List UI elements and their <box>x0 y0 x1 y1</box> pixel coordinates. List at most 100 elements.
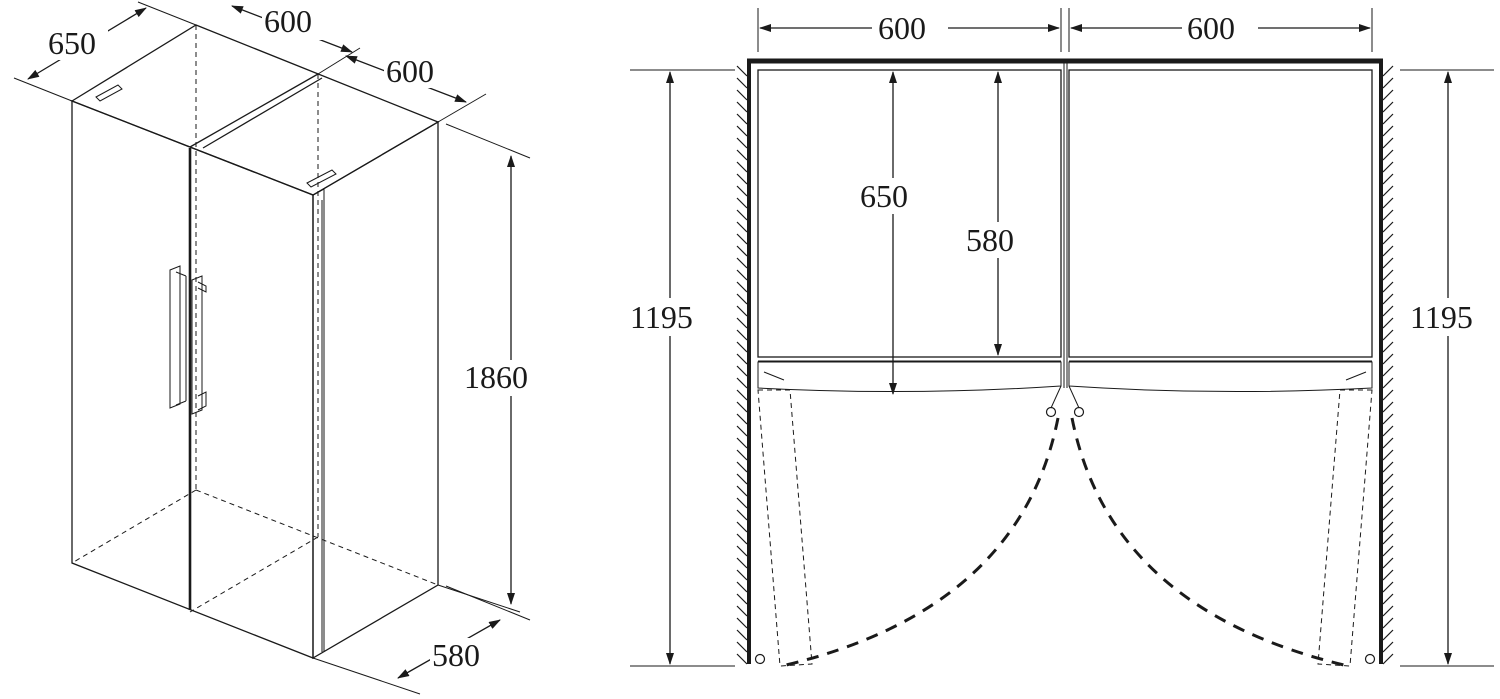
iso-top-hinge-left <box>95 84 123 102</box>
iso-width-right-label: 600 <box>386 53 434 89</box>
wall-hatch-stroke <box>736 593 748 605</box>
wall-hatch-stroke <box>736 221 748 233</box>
plan-cabinet-right <box>1068 69 1373 358</box>
iso-handle-right <box>191 275 207 415</box>
wall-hatch-stroke <box>736 329 748 341</box>
wall-hatch-stroke <box>1382 305 1394 317</box>
wall-hatch-stroke <box>736 497 748 509</box>
wall-hatch-stroke <box>1382 389 1394 401</box>
wall-hatch-stroke <box>736 173 748 185</box>
iso-top-divider <box>189 73 319 148</box>
wall-hatch-stroke <box>736 461 748 473</box>
wall-hatch-stroke <box>1382 257 1394 269</box>
wall-hatch-stroke <box>736 185 748 197</box>
wall-hatch-stroke <box>1382 641 1394 653</box>
iso-hidden-edges <box>71 25 439 613</box>
wall-hatch-stroke <box>1382 533 1394 545</box>
wall-hatch-stroke <box>736 65 748 77</box>
wall-hatch-stroke <box>736 113 748 125</box>
plan-view: 600 600 650 580 1195 1195 <box>628 8 1494 668</box>
wall-hatch-stroke <box>736 305 748 317</box>
wall-hatch-stroke <box>736 473 748 485</box>
wall-hatch-stroke <box>1382 341 1394 353</box>
wall-hatch-stroke <box>736 245 748 257</box>
wall-hatch-stroke <box>736 617 748 629</box>
plan-door-left-open <box>757 389 813 667</box>
wall-hatch-stroke <box>736 293 748 305</box>
wall-hatch-stroke <box>736 653 748 665</box>
plan-hinge-left <box>1045 406 1057 418</box>
plan-width-left-label: 600 <box>878 10 926 46</box>
wall-hatch-stroke <box>1382 269 1394 281</box>
wall-hatch-stroke <box>736 317 748 329</box>
wall-hatch-stroke <box>736 569 748 581</box>
wall-hatch-stroke <box>736 605 748 617</box>
wall-hatch-stroke <box>1382 473 1394 485</box>
wall-hatch-stroke <box>736 365 748 377</box>
wall-hatch-stroke <box>1382 209 1394 221</box>
plan-cabinet-depth-label: 580 <box>966 222 1014 258</box>
wall-hatch-stroke <box>736 641 748 653</box>
wall-hatch-stroke <box>1382 629 1394 641</box>
plan-cabinet-left <box>757 69 1062 358</box>
iso-depth-label: 650 <box>48 25 96 61</box>
isometric-view: 650 600 600 1860 580 <box>13 1 542 695</box>
wall-hatch-stroke <box>736 209 748 221</box>
wall-hatch-stroke <box>1382 173 1394 185</box>
wall-hatch-stroke <box>736 521 748 533</box>
wall-hatch-stroke <box>736 509 748 521</box>
wall-hatch-stroke <box>736 125 748 137</box>
wall-hatch-stroke <box>1382 221 1394 233</box>
plan-wall-right-hatching <box>1382 65 1394 665</box>
wall-hatch-stroke <box>736 377 748 389</box>
plan-width-right-label: 600 <box>1187 10 1235 46</box>
wall-hatch-stroke <box>1382 65 1394 77</box>
wall-hatch-stroke <box>1382 521 1394 533</box>
wall-hatch-stroke <box>1382 437 1394 449</box>
wall-hatch-stroke <box>736 161 748 173</box>
wall-hatch-stroke <box>736 413 748 425</box>
wall-hatch-stroke <box>736 77 748 89</box>
wall-hatch-stroke <box>736 101 748 113</box>
wall-hatch-stroke <box>736 281 748 293</box>
wall-hatch-stroke <box>1382 545 1394 557</box>
wall-hatch-stroke <box>736 629 748 641</box>
wall-hatch-stroke <box>736 89 748 101</box>
wall-hatch-stroke <box>736 257 748 269</box>
wall-hatch-stroke <box>1382 497 1394 509</box>
iso-side-face <box>312 120 439 660</box>
iso-top-hinge-right <box>306 169 337 188</box>
wall-hatch-stroke <box>1382 197 1394 209</box>
wall-hatch-stroke <box>1382 581 1394 593</box>
wall-hatch-stroke <box>1382 113 1394 125</box>
wall-hatch-stroke <box>1382 77 1394 89</box>
wall-hatch-stroke <box>1382 125 1394 137</box>
iso-width-left-label: 600 <box>264 3 312 39</box>
wall-hatch-stroke <box>736 557 748 569</box>
wall-hatch-stroke <box>736 401 748 413</box>
wall-hatch-stroke <box>1382 161 1394 173</box>
wall-hatch-stroke <box>1382 413 1394 425</box>
wall-hatch-stroke <box>1382 509 1394 521</box>
plan-door-swing-left <box>781 417 1060 668</box>
plan-depth-label: 650 <box>860 178 908 214</box>
wall-hatch-stroke <box>736 269 748 281</box>
plan-clearance-right-label: 1195 <box>1410 299 1473 335</box>
wall-hatch-stroke <box>736 545 748 557</box>
iso-cabinet-depth-label: 580 <box>432 637 480 673</box>
wall-hatch-stroke <box>1382 365 1394 377</box>
wall-hatch-stroke <box>1382 89 1394 101</box>
wall-hatch-stroke <box>1382 425 1394 437</box>
wall-hatch-stroke <box>736 437 748 449</box>
wall-hatch-stroke <box>736 233 748 245</box>
wall-hatch-stroke <box>736 581 748 593</box>
iso-height-label: 1860 <box>464 359 528 395</box>
wall-hatch-stroke <box>1382 281 1394 293</box>
wall-hatch-stroke <box>736 149 748 161</box>
plan-wall-left-hatching <box>736 65 748 665</box>
iso-handle-left <box>169 265 187 409</box>
plan-door-swing-right <box>1070 417 1349 668</box>
wall-hatch-stroke <box>1382 245 1394 257</box>
wall-hatch-stroke <box>1382 605 1394 617</box>
